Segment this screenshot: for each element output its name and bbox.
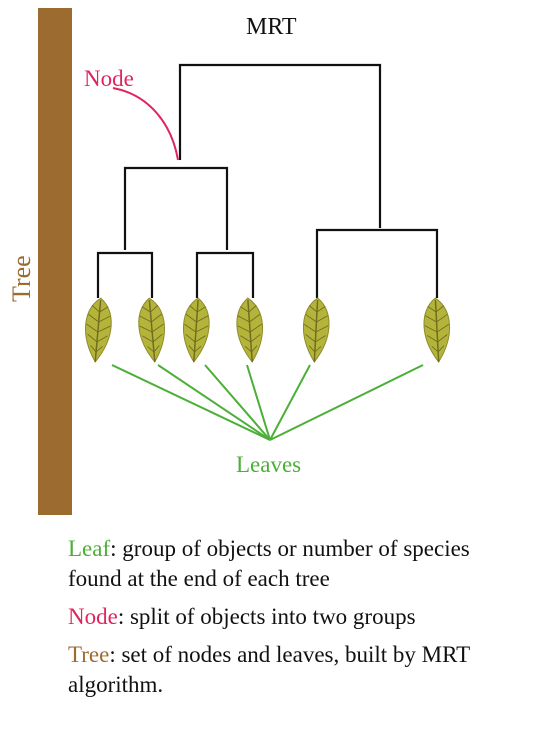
legend-definition: : group of objects or number of species … [68,536,470,591]
legend-item-node: Node: split of objects into two groups [68,602,528,632]
tree-trunk [38,8,72,515]
legend-definition: : set of nodes and leaves, built by MRT … [68,642,470,697]
legend-term: Node [68,604,118,629]
leaf-4 [234,296,266,364]
legend-term: Leaf [68,536,111,561]
dendrogram: Node Leaves [81,63,453,477]
right-split [315,228,439,298]
leaves-lines [111,364,424,441]
node-pointer [112,87,179,161]
leaf-6 [421,296,453,364]
legend-term: Tree [68,642,110,667]
root-split [178,63,382,228]
node-label: Node [84,66,134,91]
branches [96,63,439,298]
leaf-3 [180,296,212,364]
legend-item-leaf: Leaf: group of objects or number of spec… [68,534,528,594]
legend-item-tree: Tree: set of nodes and leaves, built by … [68,640,528,700]
legend-definition: : split of objects into two groups [117,604,416,629]
left-right-split [195,251,255,298]
leaf-1 [81,296,115,364]
mrt-diagram: Tree MRT [7,8,453,515]
leaves-label: Leaves [236,452,301,477]
leaf-2 [135,296,169,364]
left-left-split [96,251,154,298]
left-split [123,166,229,250]
legend: Leaf: group of objects or number of spec… [68,534,528,708]
leaf-5 [300,296,332,364]
diagram-title: MRT [246,14,297,40]
